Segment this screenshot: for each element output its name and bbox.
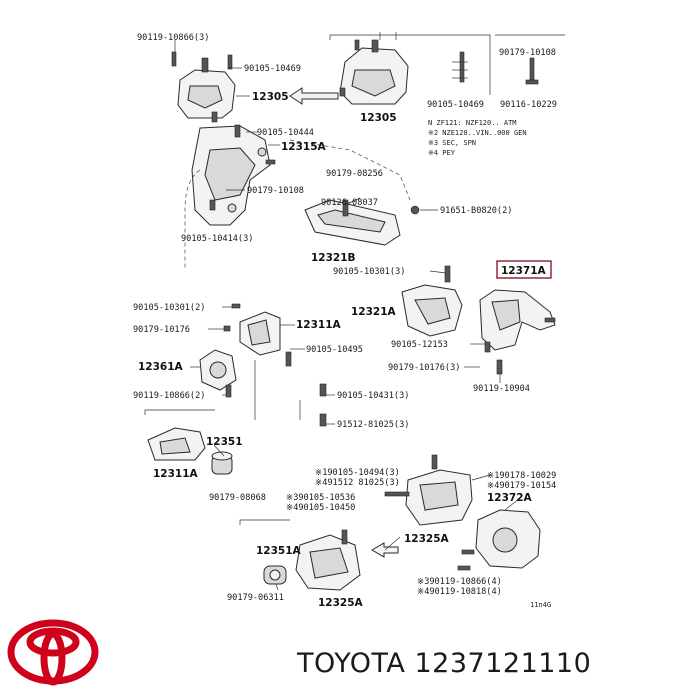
bracket-12311a-lower bbox=[147, 427, 206, 461]
insulator-12361a bbox=[199, 349, 237, 398]
part-number: 1237121110 bbox=[414, 648, 592, 679]
label-90179-10176-3: 90179-10176(3) bbox=[388, 363, 460, 373]
insulator-12351a bbox=[263, 565, 287, 585]
arrow-icon bbox=[289, 87, 339, 105]
variant-box bbox=[329, 32, 565, 95]
note-4: ※4 PEY bbox=[428, 149, 456, 157]
note-1: N ZF121: NZF120.. ATM bbox=[428, 119, 517, 127]
label-90179-10176: 90179-10176 bbox=[133, 325, 190, 335]
label-91512-81025: 91512-81025(3) bbox=[337, 420, 409, 430]
bracket-12311a-upper bbox=[223, 303, 292, 420]
label-12305-right: 12305 bbox=[360, 112, 397, 124]
engine-mount-12371a bbox=[479, 289, 556, 375]
label-12372a: 12372A bbox=[487, 492, 533, 504]
label-90105-10414: 90105-10414(3) bbox=[181, 234, 253, 244]
brand-name: TOYOTA bbox=[297, 648, 406, 679]
label-12325a-right: 12325A bbox=[404, 533, 450, 545]
bracket-12321a bbox=[401, 265, 463, 337]
label-12351a: 12351A bbox=[256, 545, 302, 557]
label-90179-10108-mid: 90179-10108 bbox=[247, 186, 304, 196]
engine-mount-12305-right bbox=[339, 39, 409, 105]
label-12321b: 12321B bbox=[311, 252, 356, 264]
note-2: ※2 NZE120..VIN..000 GEN bbox=[428, 129, 527, 137]
label-90119-10866-3: 90119-10866(3) bbox=[137, 33, 209, 43]
label-90105-10450: ※490105-10450 bbox=[286, 503, 355, 513]
label-12315a: 12315A bbox=[281, 141, 327, 153]
label-90105-10494: ※190105-10494(3) bbox=[315, 468, 400, 478]
leader-lines bbox=[174, 40, 521, 591]
label-90179-06311: 90179-06311 bbox=[227, 593, 284, 603]
label-90105-10301-2: 90105-10301(2) bbox=[133, 303, 205, 313]
label-90105-10469-right: 90105-10469 bbox=[427, 100, 484, 110]
label-90105-10495: 90105-10495 bbox=[306, 345, 363, 355]
label-90119-10904: 90119-10904 bbox=[473, 384, 530, 394]
brand-part-caption: TOYOTA 1237121110 bbox=[297, 648, 591, 679]
label-90126-08037: 90126-08037 bbox=[321, 198, 378, 208]
label-12321a: 12321A bbox=[351, 306, 397, 318]
label-12305-left: 12305 bbox=[252, 91, 289, 103]
drawing-code: 11n4G bbox=[530, 601, 551, 609]
note-3: ※3 SEC, SPN bbox=[428, 139, 476, 147]
engine-mount-12305-left bbox=[171, 51, 236, 123]
label-90179-08256: 90179-08256 bbox=[326, 169, 383, 179]
toyota-emblem bbox=[7, 619, 99, 686]
label-90119-10866-2: 90119-10866(2) bbox=[133, 391, 205, 401]
bracket-12372a bbox=[384, 454, 473, 526]
label-90105-10431: 90105-10431(3) bbox=[337, 391, 409, 401]
callout-labels: 90119-10866(3) 90105-10469 12305 12305 9… bbox=[133, 33, 557, 609]
bolts-center bbox=[299, 383, 327, 427]
label-12351: 12351 bbox=[206, 436, 243, 448]
label-90179-10108-top: 90179-10108 bbox=[499, 48, 556, 58]
label-90105-10469: 90105-10469 bbox=[244, 64, 301, 74]
label-90119-10818-4: ※490119-10818(4) bbox=[417, 587, 502, 597]
label-90179-08068: 90179-08068 bbox=[209, 493, 266, 503]
label-90105-12153: 90105-12153 bbox=[391, 340, 448, 350]
label-90179-10154: ※490179-10154 bbox=[487, 481, 556, 491]
label-12325a-left: 12325A bbox=[318, 597, 364, 609]
label-90178-10029: ※190178-10029 bbox=[487, 471, 556, 481]
bolt-stack-top-right bbox=[452, 51, 539, 85]
label-12311a-upper: 12311A bbox=[296, 319, 342, 331]
label-90119-10866-4: ※390119-10866(4) bbox=[417, 577, 502, 587]
bracket-12321b bbox=[289, 139, 420, 246]
label-90105-10444: 90105-10444 bbox=[257, 128, 314, 138]
bracket-12315a bbox=[191, 124, 276, 226]
label-12361a: 12361A bbox=[138, 361, 184, 373]
highlight-box-12371a bbox=[496, 260, 552, 279]
engine-mount-12325a-left bbox=[295, 529, 361, 591]
label-90116-10229: 90116-10229 bbox=[500, 100, 557, 110]
label-12311a-lower: 12311A bbox=[153, 468, 199, 480]
label-91512-81025-b: ※491512 81025(3) bbox=[315, 478, 400, 488]
label-91651-b0820: 91651-B0820(2) bbox=[440, 206, 512, 216]
toyota-logo-icon bbox=[7, 619, 99, 686]
label-90105-10301-3: 90105-10301(3) bbox=[333, 267, 405, 277]
insulator-12351 bbox=[211, 451, 233, 475]
label-12371a: 12371A bbox=[501, 265, 547, 277]
engine-mount-12325a-right bbox=[457, 509, 541, 571]
label-90105-10536: ※390105-10536 bbox=[286, 493, 355, 503]
